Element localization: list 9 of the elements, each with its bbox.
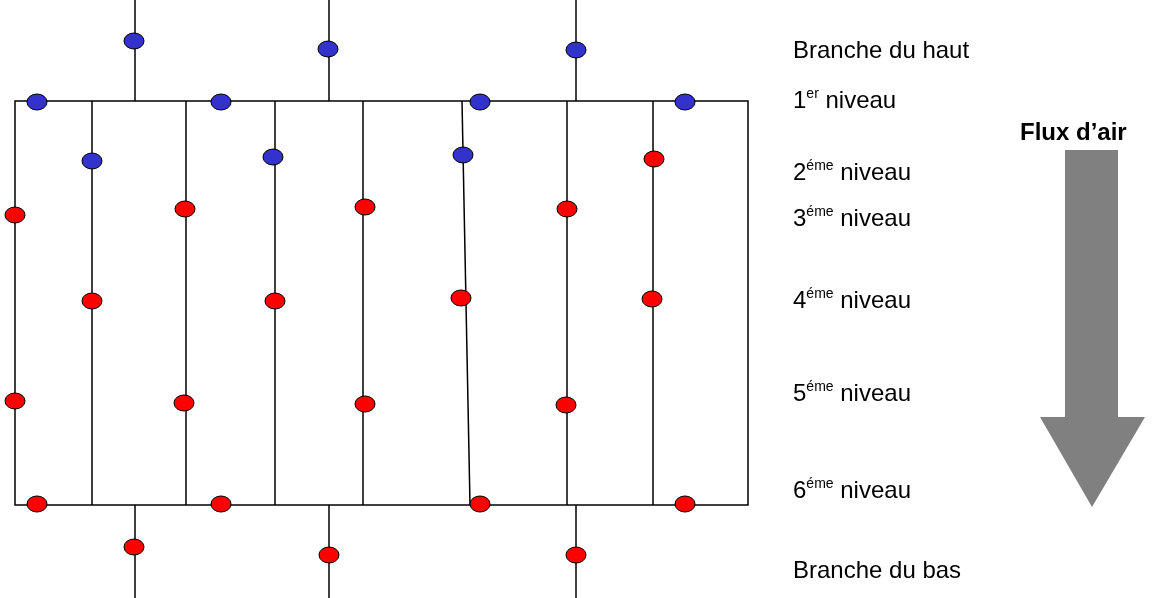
level-label: 4$^{éme}$ niveau [793,286,911,314]
branch-label: Branche du bas [793,556,962,584]
branch-label: Branche du haut [793,36,970,64]
airflow-label: Flux d’air [1020,118,1127,146]
level-label: 3$^{éme}$ niveau [793,204,911,232]
level-label: 5$^{éme}$ niveau [793,379,911,407]
level-label: 6$^{éme}$ niveau [793,476,911,504]
level-label: 2$^{éme}$ niveau [793,158,911,186]
level-label: 1$^{er}$ niveau [793,86,897,114]
